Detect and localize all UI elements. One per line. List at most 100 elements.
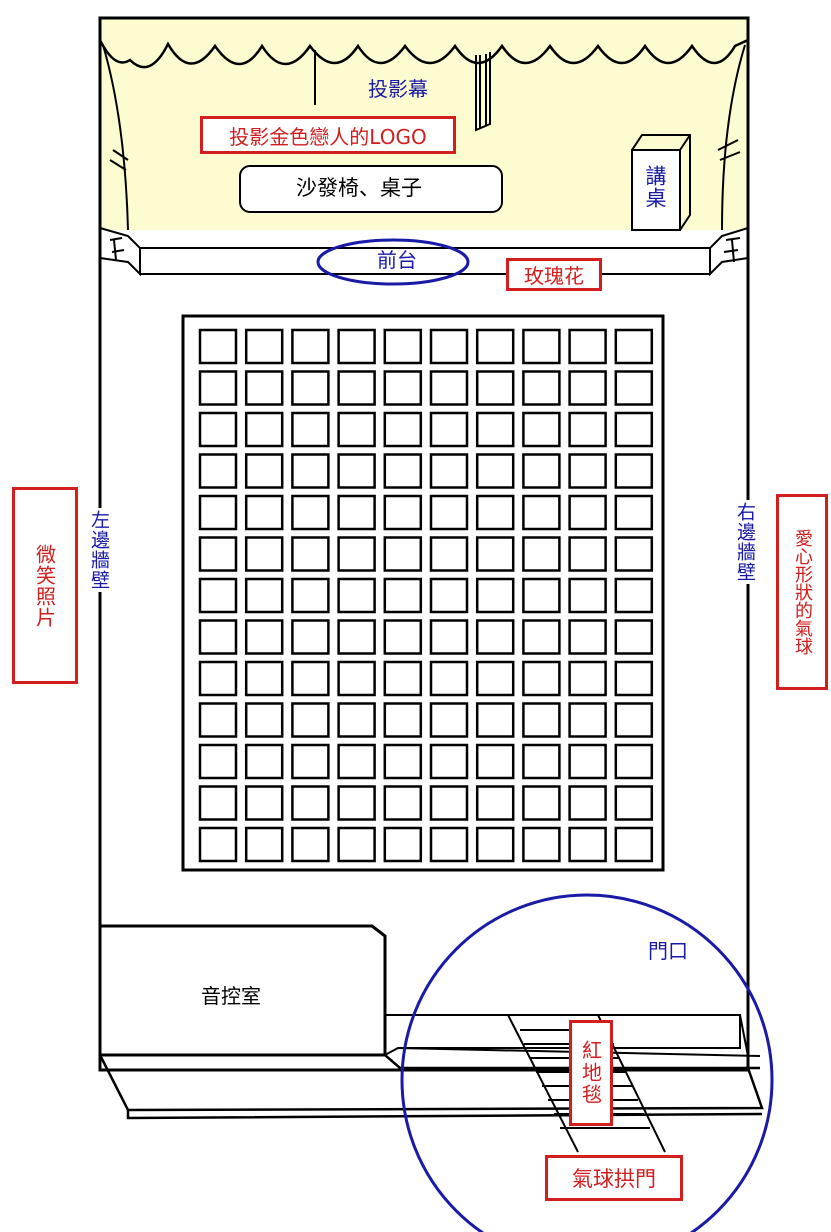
seat (383, 743, 423, 780)
seat (429, 453, 469, 489)
seat (383, 328, 423, 365)
seat (383, 702, 423, 738)
seat (522, 370, 561, 406)
stage-right-corner (709, 227, 749, 277)
seat (475, 619, 515, 655)
seat (383, 411, 423, 448)
seat (522, 702, 561, 738)
seat (568, 370, 607, 406)
seat (383, 619, 423, 655)
seat (198, 660, 238, 697)
seat (429, 743, 469, 780)
seat (244, 660, 284, 697)
left-curtain-tie (109, 149, 129, 171)
front-stage-label: 前台 (377, 248, 417, 272)
seat (337, 619, 376, 655)
seat (244, 328, 284, 365)
sofa-label: 沙發椅、桌子 (296, 176, 422, 200)
projector-screen (314, 50, 491, 132)
screen-label: 投影幕 (368, 77, 428, 101)
stage-left-brace (109, 237, 125, 261)
right-wall-label: 右邊牆壁 (734, 500, 756, 584)
seat (244, 785, 284, 821)
seat (614, 826, 654, 863)
stage-right-brace (723, 237, 741, 263)
seat (383, 453, 423, 489)
seat (429, 370, 469, 406)
seat (568, 494, 607, 531)
seat (475, 660, 515, 697)
seat (614, 494, 654, 531)
seat (614, 328, 654, 365)
front-stage-edge (139, 247, 711, 275)
seat (614, 411, 654, 448)
seat (475, 370, 515, 406)
seat (614, 660, 654, 697)
right-curtain-tie (717, 139, 741, 161)
seat (475, 577, 515, 614)
seat (291, 328, 330, 365)
seat (475, 494, 515, 531)
seat (244, 619, 284, 655)
heart-balloons-text: 愛心形狀的氣球 (792, 529, 813, 655)
seat (337, 660, 376, 697)
seat (198, 702, 238, 738)
seat (568, 328, 607, 365)
seat (522, 536, 561, 572)
seat (383, 494, 423, 531)
seat (568, 702, 607, 738)
seat (614, 619, 654, 655)
seat (383, 826, 423, 863)
seat (429, 411, 469, 448)
seat (337, 494, 376, 531)
seat (429, 660, 469, 697)
seat (198, 619, 238, 655)
seat (568, 453, 607, 489)
seat (429, 619, 469, 655)
lectern-side (631, 134, 691, 231)
curtain-valance (98, 38, 749, 69)
seat (291, 826, 330, 863)
smile-photos-text: 微笑照片 (32, 543, 57, 628)
left-curtain (102, 44, 129, 231)
seat (244, 743, 284, 780)
seat (198, 743, 238, 780)
seat (429, 785, 469, 821)
seat (429, 702, 469, 738)
roses-note-text: 玫瑰花 (524, 264, 584, 288)
roses-note: 玫瑰花 (506, 258, 602, 291)
balloon-arch-text: 氣球拱門 (572, 1167, 656, 1191)
seat (383, 660, 423, 697)
seat (522, 453, 561, 489)
seat (475, 328, 515, 365)
seat (291, 619, 330, 655)
seat (337, 743, 376, 780)
seat (291, 660, 330, 697)
seat (198, 328, 238, 365)
seat (291, 577, 330, 614)
seat (337, 826, 376, 863)
logo-note: 投影金色戀人的LOGO (200, 116, 456, 154)
seat (429, 494, 469, 531)
seat (429, 577, 469, 614)
seat (568, 411, 607, 448)
seat (244, 577, 284, 614)
sofa-table (239, 165, 503, 213)
seat (337, 453, 376, 489)
seat (291, 785, 330, 821)
seat (429, 826, 469, 863)
door-label: 門口 (645, 941, 691, 961)
seat (568, 826, 607, 863)
lectern (631, 149, 681, 231)
seat (614, 577, 654, 614)
seat (522, 660, 561, 697)
seat (337, 702, 376, 738)
seat (475, 826, 515, 863)
seat (475, 743, 515, 780)
seat (568, 577, 607, 614)
seat (244, 494, 284, 531)
seat (198, 577, 238, 614)
seat (522, 785, 561, 821)
seat (198, 826, 238, 863)
